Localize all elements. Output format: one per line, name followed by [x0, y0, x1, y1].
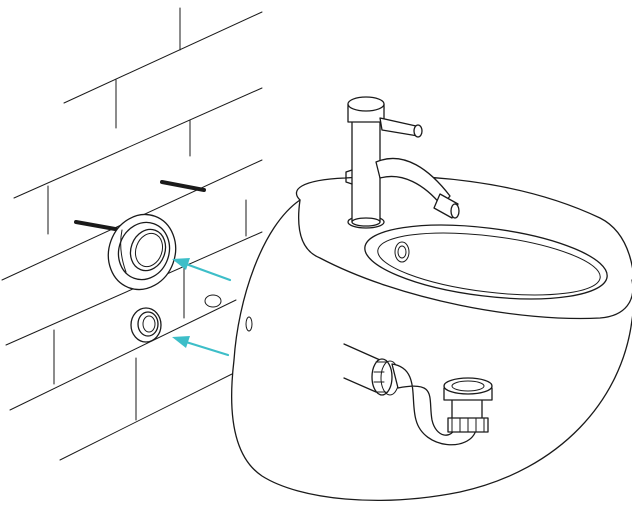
arrow-to-water-ring	[186, 264, 230, 280]
arrow-to-waste-ring	[186, 342, 228, 355]
waste-seal-ring-icon	[131, 308, 161, 342]
arrows	[172, 258, 230, 355]
fixing-rod-icon	[162, 182, 204, 190]
water-seal-ring-icon	[98, 205, 186, 299]
bidet-body	[232, 176, 632, 500]
